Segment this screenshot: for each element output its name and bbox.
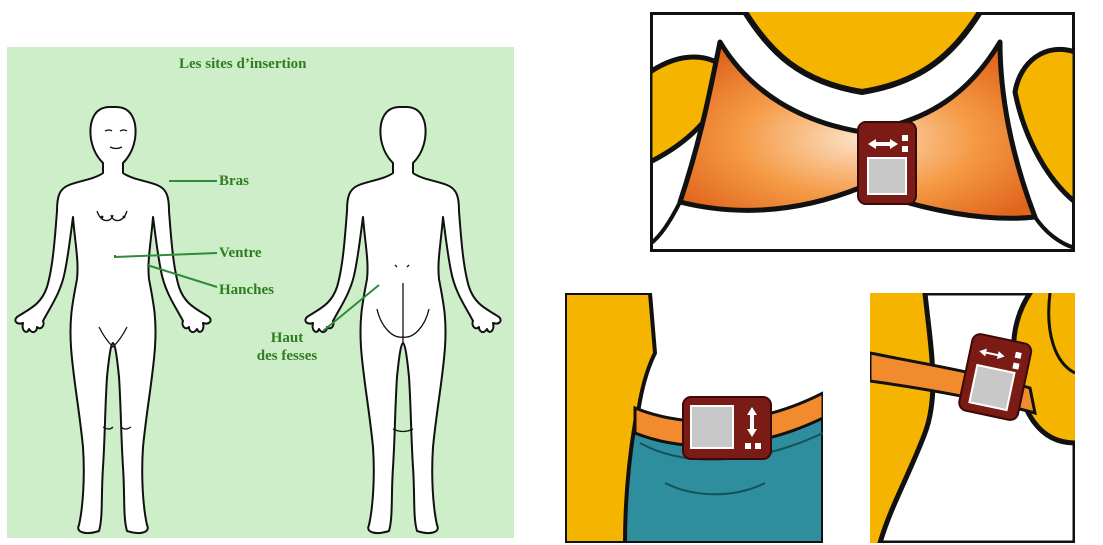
label-buttocks-line2: des fesses	[237, 348, 337, 365]
front-body-figure	[15, 107, 210, 533]
label-buttocks-line1: Haut	[247, 330, 327, 347]
belt-sensor-illustration	[565, 293, 823, 543]
leader-line-hips	[147, 265, 217, 287]
label-arm: Bras	[219, 173, 249, 190]
diagram-title: Les sites d’insertion	[179, 56, 307, 73]
insertion-sites-diagram: .body { fill: #ffffff; stroke: #111; str…	[7, 47, 514, 538]
label-belly: Ventre	[219, 245, 262, 262]
sensor-device	[858, 122, 916, 204]
back-body-figure	[305, 107, 500, 533]
sensor-device	[683, 397, 771, 459]
label-hips: Hanches	[219, 282, 274, 299]
bra-sensor-illustration	[650, 12, 1075, 252]
armband-sensor-illustration	[870, 293, 1075, 543]
